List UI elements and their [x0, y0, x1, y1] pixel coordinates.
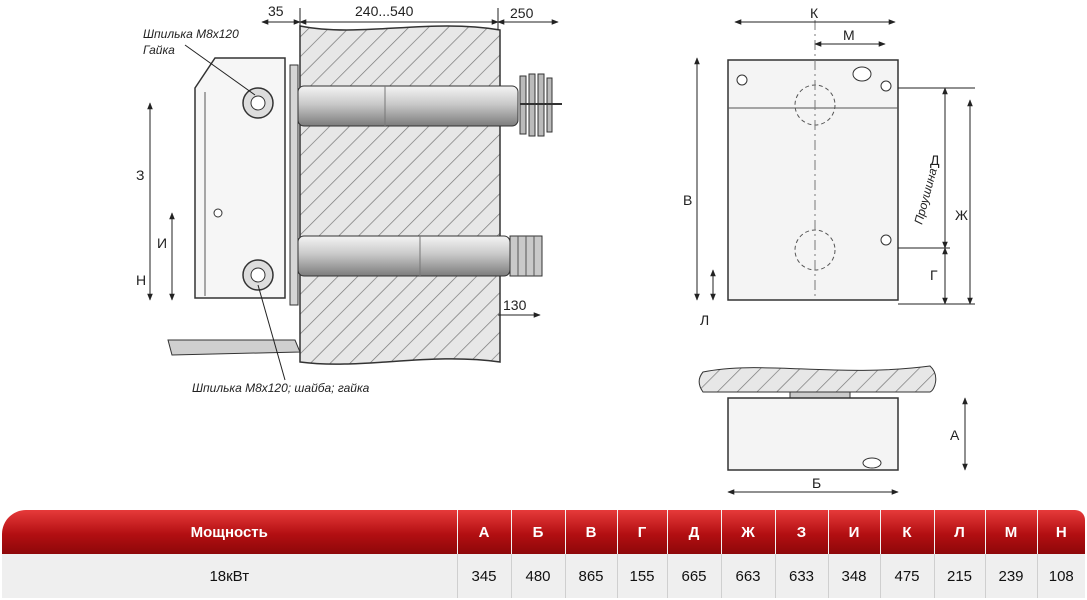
cell-d: 665 [667, 554, 722, 598]
header-a: А [457, 510, 512, 554]
dim-v: В [683, 192, 692, 208]
note-stud-top: Шпилька М8х120 [143, 27, 239, 41]
cell-l: 215 [934, 554, 986, 598]
upper-tube [297, 85, 519, 127]
dim-i: И [157, 235, 167, 251]
mounting-plate [289, 64, 299, 306]
cell-zh: 663 [721, 554, 776, 598]
header-k: К [880, 510, 935, 554]
note-nut-top: Гайка [143, 43, 175, 57]
lug-hole [852, 66, 872, 82]
dim-k: К [810, 5, 819, 21]
front-view: К М В Л Д Ж Г Проушина [683, 5, 975, 328]
cell-m: 239 [985, 554, 1038, 598]
header-l: Л [934, 510, 986, 554]
wall-top-section [698, 365, 937, 393]
spec-table: Мощность А Б В Г Д Ж З И К Л М Н 18кВт 3… [2, 510, 1085, 598]
dim-a: А [950, 427, 960, 443]
lower-tube-fins [509, 235, 543, 277]
cell-v: 865 [565, 554, 618, 598]
header-power: Мощность [2, 510, 458, 554]
heater-front-body [727, 59, 899, 301]
lower-tube [297, 235, 511, 277]
header-m: М [985, 510, 1038, 554]
dim-n: Н [136, 272, 146, 288]
header-zh: Ж [721, 510, 776, 554]
cell-a: 345 [457, 554, 512, 598]
spec-table-container: Мощность А Б В Г Д Ж З И К Л М Н 18кВт 3… [2, 510, 1085, 600]
dim-zh: Ж [955, 207, 968, 223]
note-stud-bottom: Шпилька М8х120; шайба; гайка [192, 381, 370, 395]
dim-130: 130 [503, 297, 527, 313]
header-d: Д [667, 510, 722, 554]
cell-k: 475 [880, 554, 935, 598]
cell-power: 18кВт [2, 554, 458, 598]
dim-z: З [136, 167, 144, 183]
cell-i: 348 [828, 554, 881, 598]
upper-tube-fins [519, 73, 562, 137]
dim-240-540: 240...540 [355, 3, 414, 19]
header-n: Н [1037, 510, 1085, 554]
wall-section [299, 25, 501, 365]
cell-n: 108 [1037, 554, 1085, 598]
note-lug: Проушина [911, 166, 940, 226]
table-row: 18кВт 345 480 865 155 665 663 633 348 47… [2, 554, 1085, 598]
header-g: Г [617, 510, 668, 554]
dim-250: 250 [510, 5, 534, 21]
header-i: И [828, 510, 881, 554]
header-b: Б [511, 510, 566, 554]
dim-m: М [843, 27, 855, 43]
top-view: А Б [698, 365, 968, 495]
cell-g: 155 [617, 554, 668, 598]
dim-b: Б [812, 475, 821, 491]
dim-g: Г [930, 267, 938, 283]
floor-bracket [167, 339, 301, 356]
cell-b: 480 [511, 554, 566, 598]
side-view: 35 240...540 250 130 З И Н Шпилька М8х12… [136, 3, 562, 395]
dim-35: 35 [268, 3, 284, 19]
header-z: З [775, 510, 829, 554]
dim-l: Л [700, 312, 709, 328]
header-v: В [565, 510, 618, 554]
table-header-row: Мощность А Б В Г Д Ж З И К Л М Н [2, 510, 1085, 554]
heater-housing [194, 57, 286, 299]
dim-d: Д [930, 152, 940, 168]
cell-z: 633 [775, 554, 829, 598]
technical-drawing: 35 240...540 250 130 З И Н Шпилька М8х12… [136, 3, 975, 495]
